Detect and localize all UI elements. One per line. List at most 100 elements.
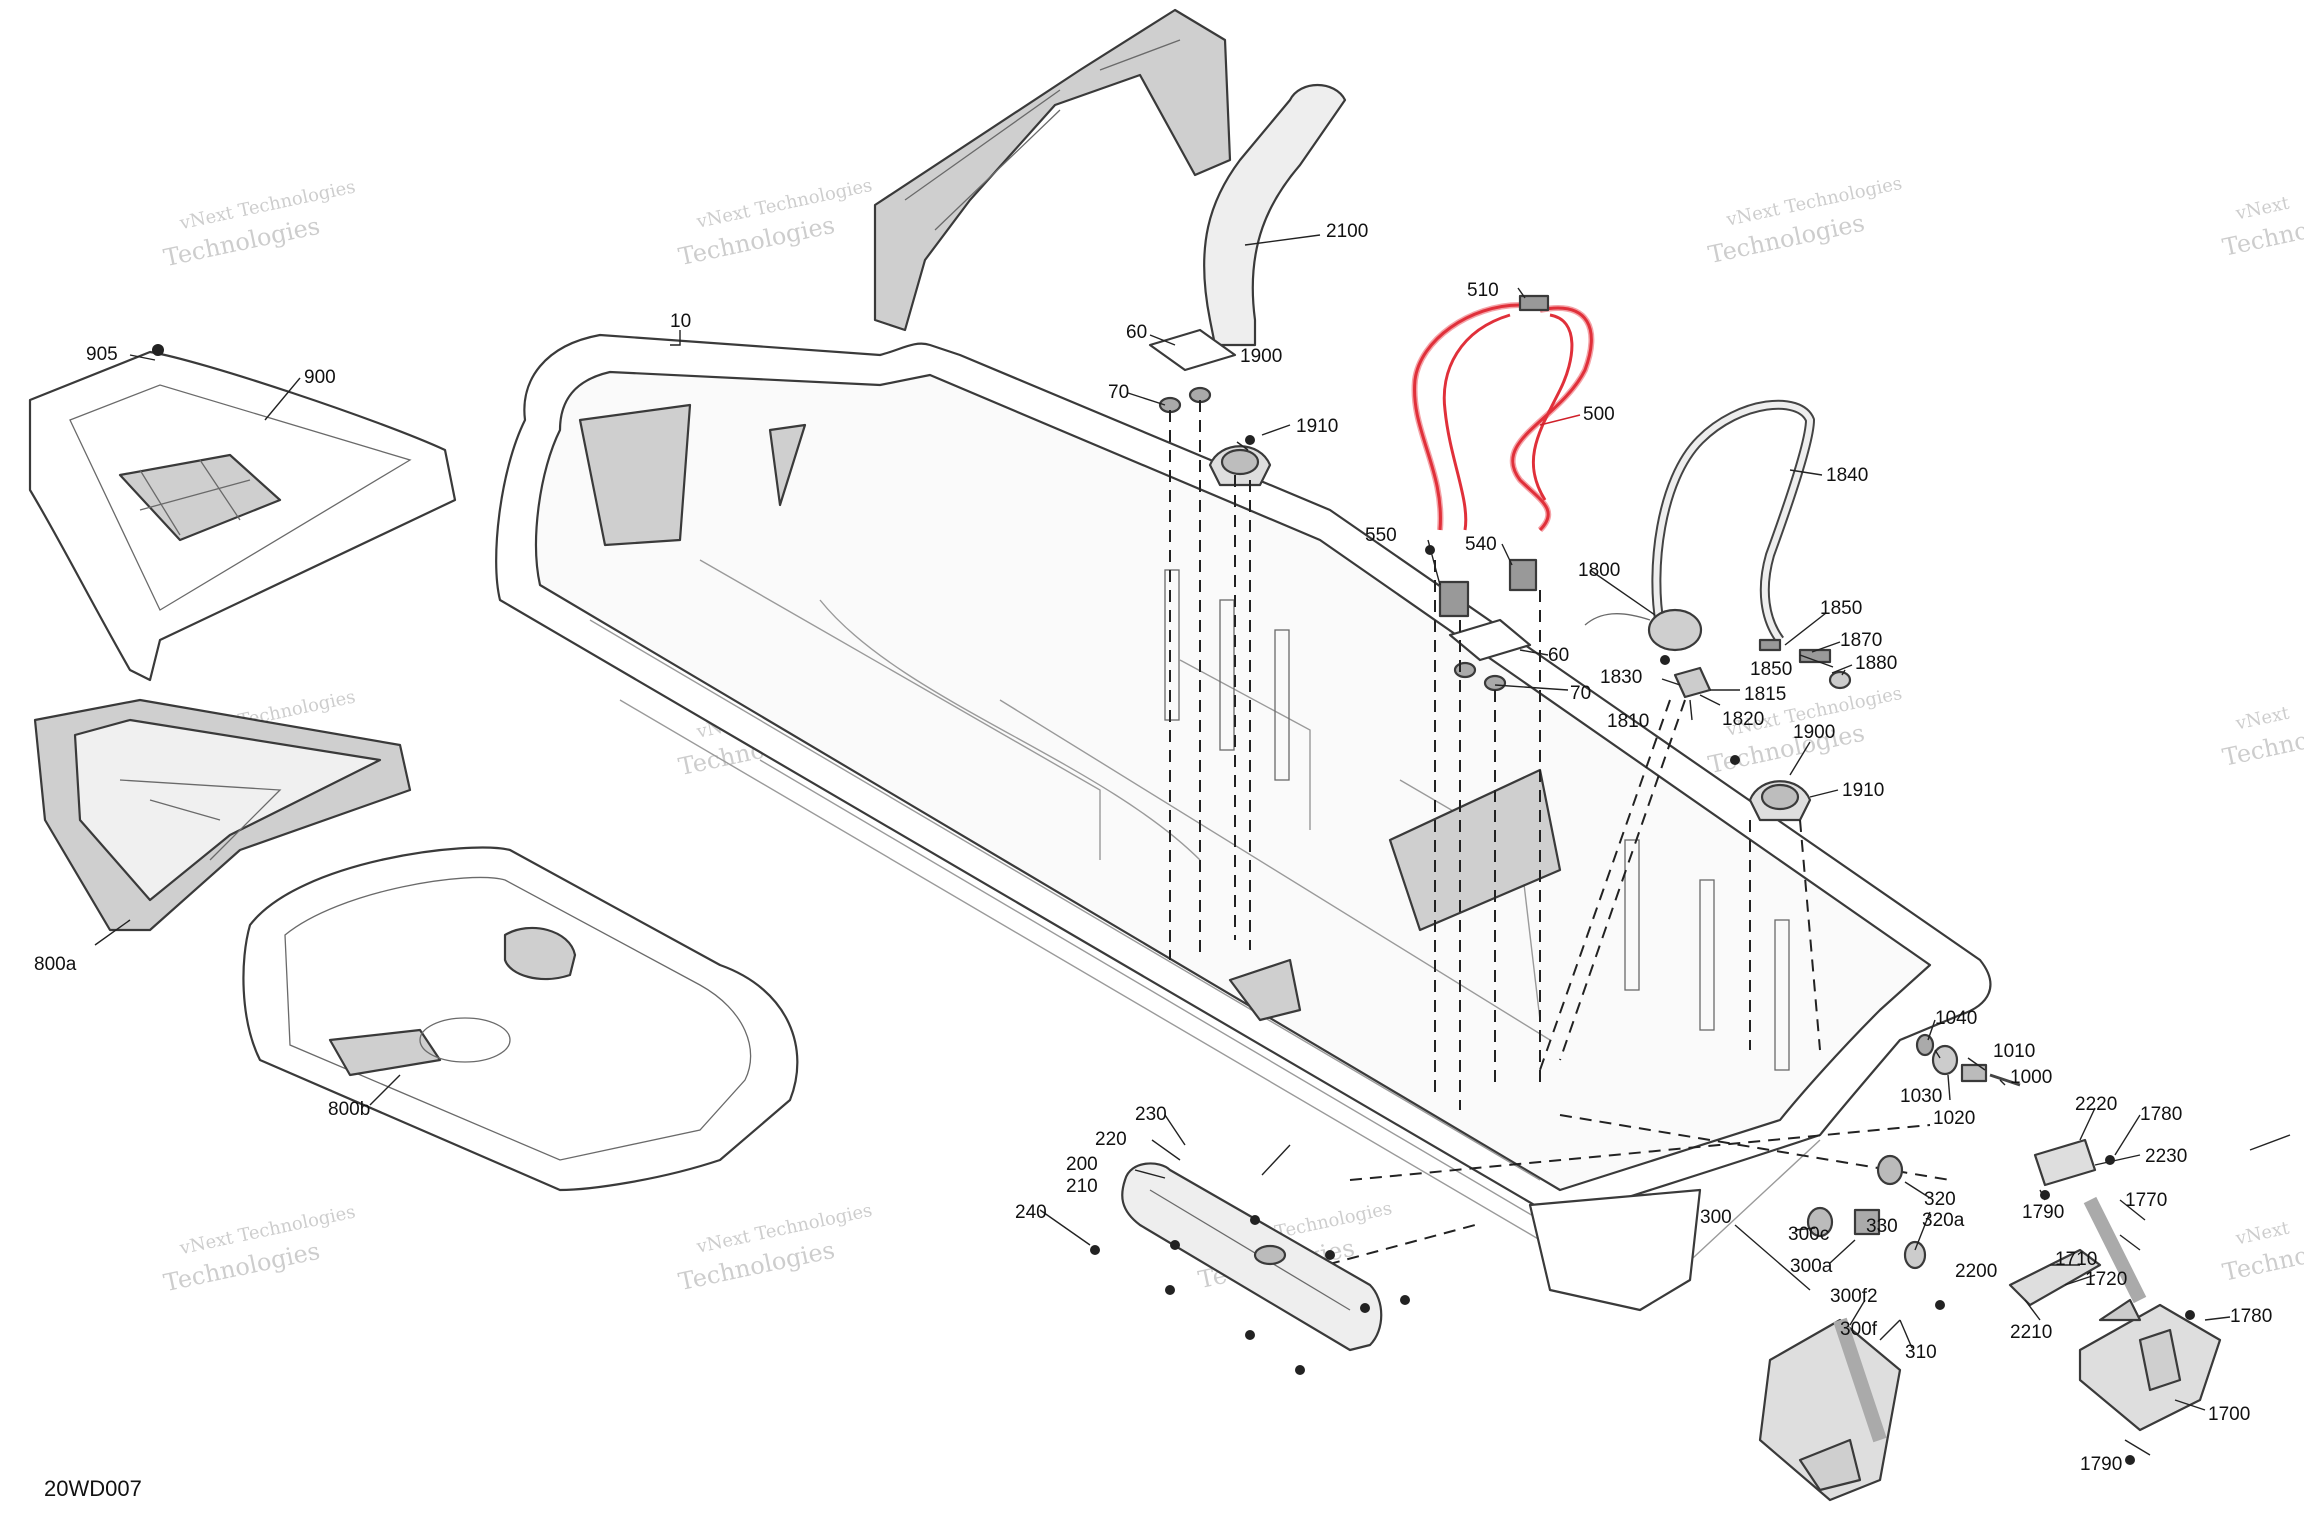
callout-1820: 1820: [1722, 709, 1764, 730]
fitting-1000: [1915, 1033, 2021, 1087]
callout-10: 10: [670, 311, 691, 332]
callout-1710: 1710: [2055, 1249, 2097, 1270]
callout-550: 550: [1365, 525, 1397, 546]
callout-300f: 300f: [1840, 1319, 1878, 1340]
callout-300c: 300c: [1788, 1224, 1829, 1245]
callout-1810: 1810: [1607, 711, 1649, 732]
callout-240: 240: [1015, 1202, 1047, 1223]
callout-300: 300: [1700, 1207, 1732, 1228]
front-storage-bin: [28, 344, 457, 682]
callout-540: 540: [1465, 534, 1497, 555]
callout-1850-upper: 1850: [1820, 598, 1862, 619]
hull-transom: [1528, 1188, 1702, 1312]
diagram-code: 20WD007: [44, 1476, 142, 1501]
callout-1780-lower: 1780: [2230, 1306, 2272, 1327]
callout-320: 320: [1924, 1189, 1956, 1210]
watermark-text: vNext: [2233, 702, 2292, 734]
grab-handle-2100: [1203, 84, 1347, 347]
callout-1830: 1830: [1600, 667, 1642, 688]
callout-2230: 2230: [2145, 1146, 2187, 1167]
callout-1000: 1000: [2010, 1067, 2052, 1088]
bailer-1900-lower: [1748, 780, 1812, 822]
callout-1800: 1800: [1578, 560, 1620, 581]
callout-1910-upper: 1910: [1296, 416, 1338, 437]
callout-1840: 1840: [1826, 465, 1868, 486]
bracket-2220: [2033, 1138, 2097, 1187]
callout-1780-upper: 1780: [2140, 1104, 2182, 1125]
storage-insert-800a: [33, 698, 412, 932]
callout-1790-lower: 1790: [2080, 1454, 2122, 1475]
fitting-510: [1518, 294, 1550, 312]
callout-905: 905: [86, 344, 118, 365]
callout-1870: 1870: [1840, 630, 1882, 651]
callout-1040: 1040: [1935, 1008, 1977, 1029]
hull-body: [495, 333, 1992, 1312]
hull-side-panel: [578, 403, 692, 547]
callout-1815: 1815: [1744, 684, 1786, 705]
trim-tab-1700: [2078, 1196, 2222, 1432]
callout-300a: 300a: [1790, 1256, 1833, 1277]
bracket-2200: [2008, 1248, 2102, 1307]
watermark-text: vNext: [2233, 192, 2292, 224]
callout-200: 200: [1066, 1154, 1098, 1175]
tub-800b: [242, 846, 799, 1192]
bracket-1815: [1673, 666, 1712, 699]
tub-800b-handle: [328, 1028, 442, 1077]
mount-plate-60-upper: [1148, 328, 1237, 414]
callout-900: 900: [304, 367, 336, 388]
callout-220: 220: [1095, 1129, 1127, 1150]
callout-500: 500: [1583, 404, 1615, 425]
bin-900-floor: [118, 453, 282, 542]
pump-1800: [1584, 608, 1703, 652]
callout-320a: 320a: [1922, 1210, 1965, 1231]
callout-1020: 1020: [1933, 1108, 1975, 1129]
watermark-text: vNext: [2233, 1217, 2292, 1249]
callout-330: 330: [1866, 1216, 1898, 1237]
callout-60-lower: 60: [1548, 645, 1569, 666]
callout-1030: 1030: [1900, 1086, 1942, 1107]
leader-lines: [94, 234, 2291, 1456]
callout-210: 210: [1066, 1176, 1098, 1197]
hull-vent: [768, 423, 807, 507]
bilge-hose-500: [1411, 302, 1595, 533]
callout-510: 510: [1467, 280, 1499, 301]
callout-1880: 1880: [1855, 653, 1897, 674]
siphon-valve-550: [1438, 580, 1470, 618]
storage-tub-800b: [242, 846, 799, 1192]
screw-icon: [152, 344, 164, 356]
callout-70-lower: 70: [1570, 683, 1591, 704]
mount-plate-60-lower: [1448, 618, 1532, 692]
callout-1720: 1720: [2085, 1269, 2127, 1290]
callout-300f2: 300f2: [1830, 1286, 1878, 1307]
callout-1900-upper: 1900: [1240, 346, 1282, 367]
callout-310: 310: [1905, 1342, 1937, 1363]
hose-1840: [1651, 399, 1815, 643]
bailer-1900-upper: [1208, 445, 1272, 487]
hull-seat-panel: [1228, 958, 1302, 1022]
tub-800b-cup: [503, 926, 577, 980]
callout-800b: 800b: [328, 1099, 370, 1120]
callout-1850-lower: 1850: [1750, 659, 1792, 680]
callout-2220: 2220: [2075, 1094, 2117, 1115]
callout-2200: 2200: [1955, 1261, 1997, 1282]
side-panel-shell: [873, 8, 1232, 332]
screws: [1090, 435, 2195, 1465]
assembly-lines: [1169, 400, 1951, 1281]
callout-2210: 2210: [2010, 1322, 2052, 1343]
callout-800a: 800a: [34, 954, 77, 975]
hull-cavity: [535, 370, 1932, 1192]
handle-2100: [1203, 84, 1347, 347]
fittings-1850-1880: [1758, 638, 1852, 690]
callout-230: 230: [1135, 1104, 1167, 1125]
callout-1700: 1700: [2208, 1404, 2250, 1425]
siphon-valve-540: [1508, 558, 1538, 592]
callout-70-upper: 70: [1108, 382, 1129, 403]
callout-2100: 2100: [1326, 221, 1368, 242]
callout-1010: 1010: [1993, 1041, 2035, 1062]
callout-1900-lower: 1900: [1793, 722, 1835, 743]
trim-tab-lower: [1758, 1317, 1902, 1502]
rear-handle-200: [1121, 1162, 1383, 1352]
hull-console-panel: [1388, 768, 1562, 932]
callout-1790-upper: 1790: [2022, 1202, 2064, 1223]
